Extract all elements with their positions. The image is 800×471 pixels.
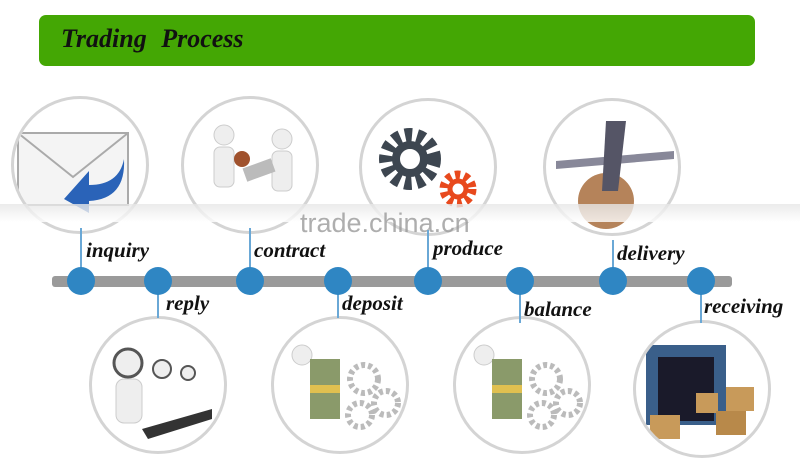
page-title: Trading Process xyxy=(61,24,244,53)
handshake-stamp-icon xyxy=(213,124,293,192)
money-gears-icon xyxy=(291,344,401,430)
step-label-inquiry: inquiry xyxy=(86,238,150,262)
reflection-band xyxy=(0,204,800,222)
money-gears-icon xyxy=(473,344,583,430)
step-label-delivery: delivery xyxy=(617,241,685,265)
step-dot-deposit xyxy=(324,267,352,295)
call-center-icon xyxy=(112,347,212,439)
step-dot-reply xyxy=(144,267,172,295)
gears-icon xyxy=(379,128,477,208)
step-dot-produce xyxy=(414,267,442,295)
stem xyxy=(519,293,521,323)
stem xyxy=(249,228,251,268)
stem xyxy=(157,293,159,318)
watermark: trade.china.cn xyxy=(300,208,470,238)
step-label-deposit: deposit xyxy=(342,291,403,315)
step-label-contract: contract xyxy=(254,238,326,262)
stem xyxy=(427,230,429,268)
step-dot-delivery xyxy=(599,267,627,295)
step-label-receiving: receiving xyxy=(704,294,784,318)
step-dot-balance xyxy=(506,267,534,295)
stem xyxy=(700,293,702,323)
stem xyxy=(612,240,614,268)
step-label-balance: balance xyxy=(524,297,592,321)
header-banner: Trading Process xyxy=(39,15,755,66)
reply-image xyxy=(89,316,227,454)
step-dot-receiving xyxy=(687,267,715,295)
timeline-bar xyxy=(52,276,732,287)
stem xyxy=(80,228,82,268)
step-label-produce: produce xyxy=(433,236,503,260)
balance-image xyxy=(453,316,591,454)
stem xyxy=(337,293,339,318)
container-boxes-icon xyxy=(646,345,754,439)
step-label-reply: reply xyxy=(166,291,210,315)
envelope-reply-icon xyxy=(17,132,129,213)
deposit-image xyxy=(271,316,409,454)
step-dot-inquiry xyxy=(67,267,95,295)
receiving-image xyxy=(633,320,771,458)
step-dot-contract xyxy=(236,267,264,295)
